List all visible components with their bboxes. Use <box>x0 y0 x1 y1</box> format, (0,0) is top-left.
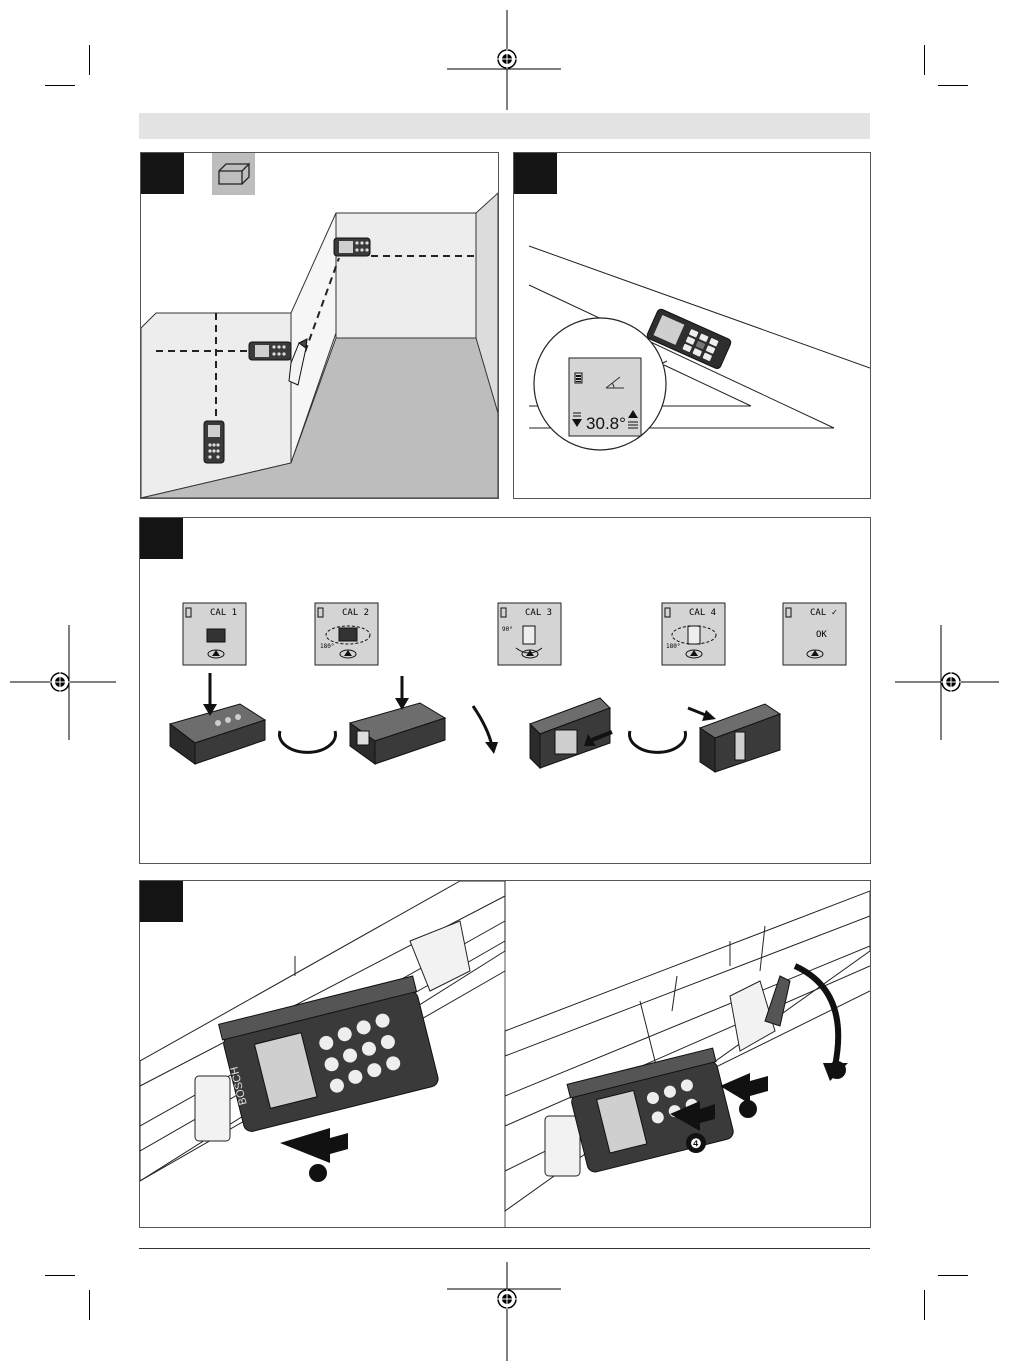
angle-measurement-illustration: 30.8° <box>514 153 870 498</box>
calibration-screen-1: CAL 1 <box>183 603 246 665</box>
device-upper-wall <box>334 238 370 256</box>
calibration-screen-2: CAL 2 180° <box>315 603 378 665</box>
angle-readout: 30.8° <box>586 414 626 433</box>
footer-rule <box>139 1248 870 1249</box>
rotate-arrow-1 <box>280 731 336 752</box>
calibration-screen-3: CAL 3 90° <box>498 603 561 665</box>
crop-mark <box>45 1275 75 1276</box>
crop-mark <box>89 45 90 75</box>
cal-rotation-label: 180° <box>320 643 334 650</box>
device-step-2 <box>350 676 445 764</box>
cal-screen-label: CAL 4 <box>689 608 716 618</box>
room-wall-measurement-illustration <box>141 153 498 498</box>
crop-mark <box>938 85 968 86</box>
device-floor <box>204 421 224 463</box>
figure-d-panel: BOSCH ❹ <box>139 880 871 1228</box>
rotate-arrow-3 <box>630 731 686 752</box>
rail-mounting-illustration: BOSCH ❹ <box>140 881 870 1227</box>
registration-mark-top <box>447 10 561 110</box>
registration-mark-right <box>895 625 999 740</box>
cal-ok-label: OK <box>816 630 827 640</box>
crop-mark <box>924 45 925 75</box>
step-number: ❹ <box>690 1136 702 1151</box>
registration-mark-left <box>10 625 116 740</box>
calibration-screen-4: CAL 4 180° <box>662 603 725 665</box>
rotate-arrow-2 <box>473 706 492 746</box>
figure-c-panel: CAL 1 CAL 2 180° CAL 3 90° <box>139 517 871 864</box>
registration-mark-bottom <box>447 1262 561 1361</box>
cal-screen-label: CAL 2 <box>342 608 369 618</box>
device-step-1 <box>170 673 265 764</box>
device-middle-wall <box>249 342 291 360</box>
cal-rotation-label: 180° <box>666 643 680 650</box>
crop-mark <box>924 1290 925 1320</box>
device-step-3 <box>530 698 612 768</box>
header-bar <box>139 113 870 139</box>
crop-mark <box>89 1290 90 1320</box>
device-step-4 <box>688 704 780 772</box>
figure-a-panel <box>140 152 499 499</box>
calibration-sequence-illustration: CAL 1 CAL 2 180° CAL 3 90° <box>140 518 870 863</box>
cal-rotation-label: 90° <box>502 626 513 633</box>
cal-screen-label: CAL ✓ <box>810 608 837 618</box>
cal-screen-label: CAL 1 <box>210 608 237 618</box>
crop-mark <box>45 85 75 86</box>
figure-b-panel: 30.8° <box>513 152 871 499</box>
calibration-screen-done: CAL ✓ OK <box>783 603 846 665</box>
crop-mark <box>938 1275 968 1276</box>
cal-screen-label: CAL 3 <box>525 608 552 618</box>
